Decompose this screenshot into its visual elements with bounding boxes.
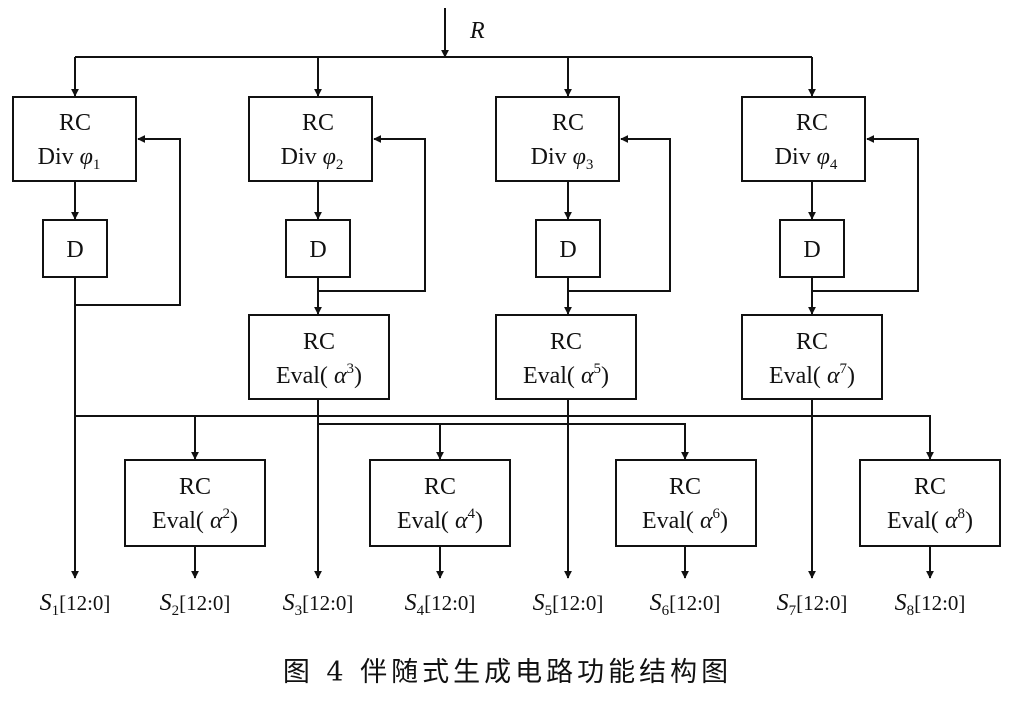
div-block-label-3: Div φ3 (531, 144, 594, 173)
phi-subscript: 1 (93, 157, 101, 173)
div-block-rc-label: RC (552, 110, 584, 136)
phi-subscript: 3 (586, 157, 594, 173)
delay-label: D (309, 237, 326, 263)
output-subscript: 4 (417, 603, 425, 619)
output-label-s2: S2[12:0] (160, 590, 231, 619)
alpha-symbol: α (455, 508, 468, 534)
alpha-symbol: α (210, 508, 223, 534)
output-symbol: S (533, 590, 545, 616)
output-subscript: 3 (295, 603, 303, 619)
circuit-diagram: R RC Div φ1 RC Div φ2 RC Div φ3 RC Div φ4 D D D D RC E… (12, 8, 1001, 619)
div-block-rc-label: RC (59, 110, 91, 136)
output-subscript: 6 (662, 603, 670, 619)
output-subscript: 1 (52, 603, 60, 619)
output-range: [12:0] (796, 591, 847, 615)
eval-rc-label: RC (179, 474, 211, 500)
output-range: [12:0] (669, 591, 720, 615)
phi-subscript: 4 (830, 157, 838, 173)
delay-label: D (66, 237, 83, 263)
feedback-loop-4 (811, 135, 919, 292)
div-block-label-1: Div φ1 (38, 144, 101, 173)
alpha-exponent: 4 (468, 506, 476, 522)
output-symbol: S (40, 590, 52, 616)
alpha-exponent: 3 (347, 361, 355, 377)
eval-top-label-3: Eval( α7) (769, 361, 855, 389)
div-block-4 (741, 96, 866, 182)
output-label-s3: S3[12:0] (283, 590, 354, 619)
delay-block-1 (42, 219, 108, 278)
eval-bottom-block-1 (124, 459, 266, 547)
output-subscript: 8 (907, 603, 915, 619)
div-block-1 (12, 96, 137, 182)
delay-block-2 (285, 219, 351, 278)
output-symbol: S (777, 590, 789, 616)
phi-symbol: φ (80, 144, 93, 170)
output-range: [12:0] (179, 591, 230, 615)
alpha-symbol: α (945, 508, 958, 534)
eval-rc-label: RC (796, 329, 828, 355)
div-block-label-2: Div φ2 (281, 144, 344, 173)
output-symbol: S (160, 590, 172, 616)
alpha-symbol: α (334, 363, 347, 389)
phi-subscript: 2 (336, 157, 344, 173)
alpha-exponent: 2 (223, 506, 231, 522)
output-symbol: S (895, 590, 907, 616)
output-subscript: 5 (545, 603, 553, 619)
output-range: [12:0] (59, 591, 110, 615)
phi-symbol: φ (323, 144, 336, 170)
output-symbol: S (405, 590, 417, 616)
output-range: [12:0] (914, 591, 965, 615)
phi-symbol: φ (573, 144, 586, 170)
output-subscript: 2 (172, 603, 180, 619)
alpha-symbol: α (581, 363, 594, 389)
eval-top-block-3 (741, 314, 883, 400)
alpha-exponent: 8 (958, 506, 966, 522)
eval-bottom-block-4 (859, 459, 1001, 547)
div-block-label-4: Div φ4 (775, 144, 838, 173)
output-label-s4: S4[12:0] (405, 590, 476, 619)
output-range: [12:0] (302, 591, 353, 615)
output-label-s6: S6[12:0] (650, 590, 721, 619)
delay-block-3 (535, 219, 601, 278)
eval-rc-label: RC (914, 474, 946, 500)
phi-symbol: φ (817, 144, 830, 170)
feedback-loop-3 (567, 135, 671, 292)
delay-label: D (559, 237, 576, 263)
output-range: [12:0] (424, 591, 475, 615)
eval-rc-label: RC (550, 329, 582, 355)
eval-bottom-block-3 (615, 459, 757, 547)
eval-rc-label: RC (424, 474, 456, 500)
alpha-symbol: α (827, 363, 840, 389)
feedback-loop-1 (74, 135, 181, 306)
div-block-rc-label: RC (796, 110, 828, 136)
div-block-rc-label: RC (302, 110, 334, 136)
eval-top-block-1 (248, 314, 390, 400)
output-range: [12:0] (552, 591, 603, 615)
div-block-2 (248, 96, 373, 182)
output-symbol: S (283, 590, 295, 616)
feedback-loop-2 (317, 135, 426, 292)
bus-to-eval6 (318, 423, 689, 460)
bus-to-eval8 (75, 415, 934, 460)
eval-rc-label: RC (303, 329, 335, 355)
delay-block-4 (779, 219, 845, 278)
eval-rc-label: RC (669, 474, 701, 500)
output-symbol: S (650, 590, 662, 616)
delay-label: D (803, 237, 820, 263)
output-label-s5: S5[12:0] (533, 590, 604, 619)
alpha-exponent: 7 (840, 361, 848, 377)
input-label-r: R (469, 18, 485, 44)
eval-top-block-2 (495, 314, 637, 400)
figure-caption: 图 4 伴随式生成电路功能结构图 (282, 657, 733, 688)
alpha-symbol: α (700, 508, 713, 534)
output-label-s7: S7[12:0] (777, 590, 848, 619)
div-block-3 (495, 96, 620, 182)
alpha-exponent: 5 (594, 361, 602, 377)
output-label-s8: S8[12:0] (895, 590, 966, 619)
output-label-s1: S1[12:0] (40, 590, 111, 619)
output-subscript: 7 (789, 603, 797, 619)
eval-bottom-block-2 (369, 459, 511, 547)
alpha-exponent: 6 (713, 506, 721, 522)
